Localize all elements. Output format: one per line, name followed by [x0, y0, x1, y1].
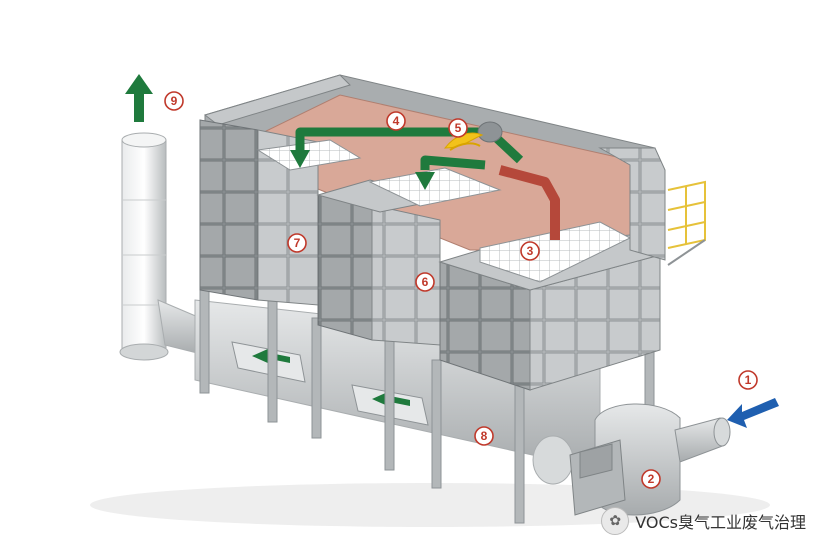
- callout-label: 6: [422, 275, 429, 289]
- callout-label: 1: [745, 373, 752, 387]
- hot-flow-pipe: [498, 165, 560, 240]
- flow-arrow-icon: [290, 150, 435, 190]
- callout-6: 6: [415, 272, 435, 292]
- burner-flame-icon: [443, 121, 503, 151]
- platform-railing: [667, 180, 706, 266]
- inlet-arrow-icon: [727, 398, 779, 428]
- callout-label: 2: [648, 472, 655, 486]
- callout-2: 2: [641, 469, 661, 489]
- callout-9: 9: [164, 91, 184, 111]
- callout-label: 3: [527, 244, 534, 258]
- exhaust-arrow-icon: [125, 74, 153, 122]
- regen-module-middle: [316, 167, 502, 346]
- callout-3: 3: [520, 241, 540, 261]
- wechat-icon: ✿: [601, 507, 630, 535]
- callout-4: 4: [386, 111, 406, 131]
- exhaust-stack: [119, 132, 206, 361]
- inlet-fan: [569, 403, 731, 516]
- callout-label: 4: [393, 114, 400, 128]
- callout-8: 8: [474, 426, 494, 446]
- callout-5: 5: [448, 118, 468, 138]
- regen-module-left: [199, 119, 362, 306]
- callout-label: 9: [171, 94, 178, 108]
- callout-7: 7: [287, 233, 307, 253]
- watermark-text: VOCs臭气工业废气治理: [635, 513, 806, 532]
- callout-label: 7: [294, 236, 301, 250]
- green-flow-pipe: [295, 127, 524, 170]
- regen-module-right: [438, 221, 662, 391]
- callout-label: 8: [481, 429, 488, 443]
- chamber-shell-right: [598, 147, 666, 261]
- callout-label: 5: [455, 121, 462, 135]
- callout-markers: 1 2 3 4 5 6 7 8 9: [164, 91, 758, 489]
- watermark: ✿ VOCs臭气工业废气治理: [601, 507, 806, 535]
- callout-1: 1: [738, 370, 758, 390]
